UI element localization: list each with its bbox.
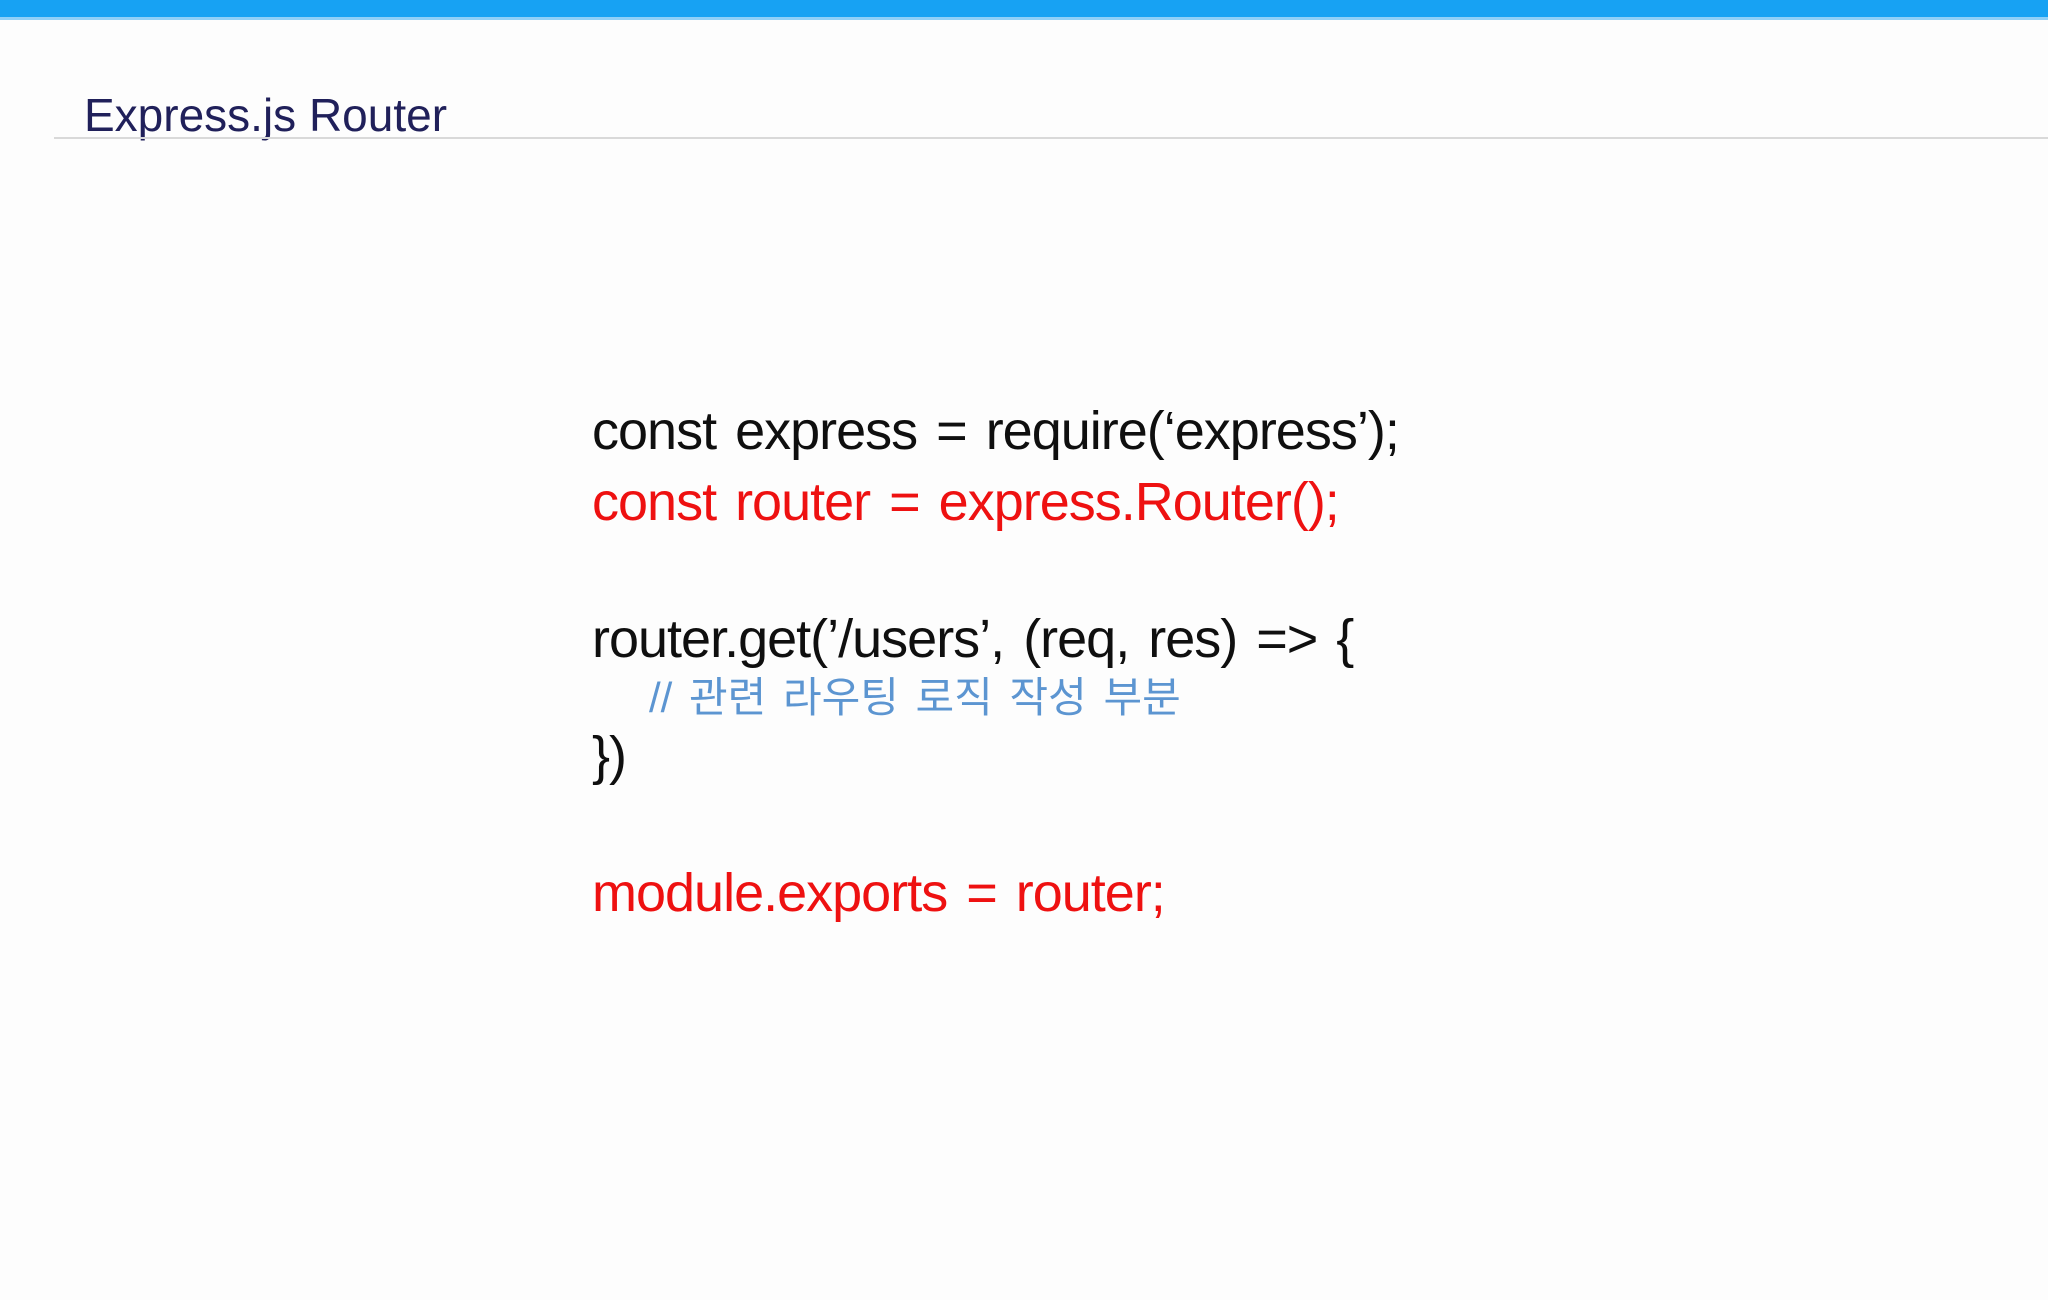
code-line: }) xyxy=(592,726,627,786)
top-accent-bar xyxy=(0,0,2048,20)
code-line xyxy=(592,538,1892,604)
page-title: Express.js Router xyxy=(84,89,448,141)
header-divider xyxy=(54,137,2048,139)
code-block: const express = require(‘express’); const… xyxy=(592,396,1892,929)
code-line: // 관련 라우팅 로직 작성 부분 xyxy=(649,674,1181,721)
code-line: module.exports = router; xyxy=(592,863,1166,923)
code-line: const express = require(‘express’); xyxy=(592,401,1400,461)
code-line xyxy=(592,792,1892,858)
code-line: router.get(’/users’, (req, res) => { xyxy=(592,609,1354,669)
code-line: const router = express.Router(); xyxy=(592,472,1340,532)
